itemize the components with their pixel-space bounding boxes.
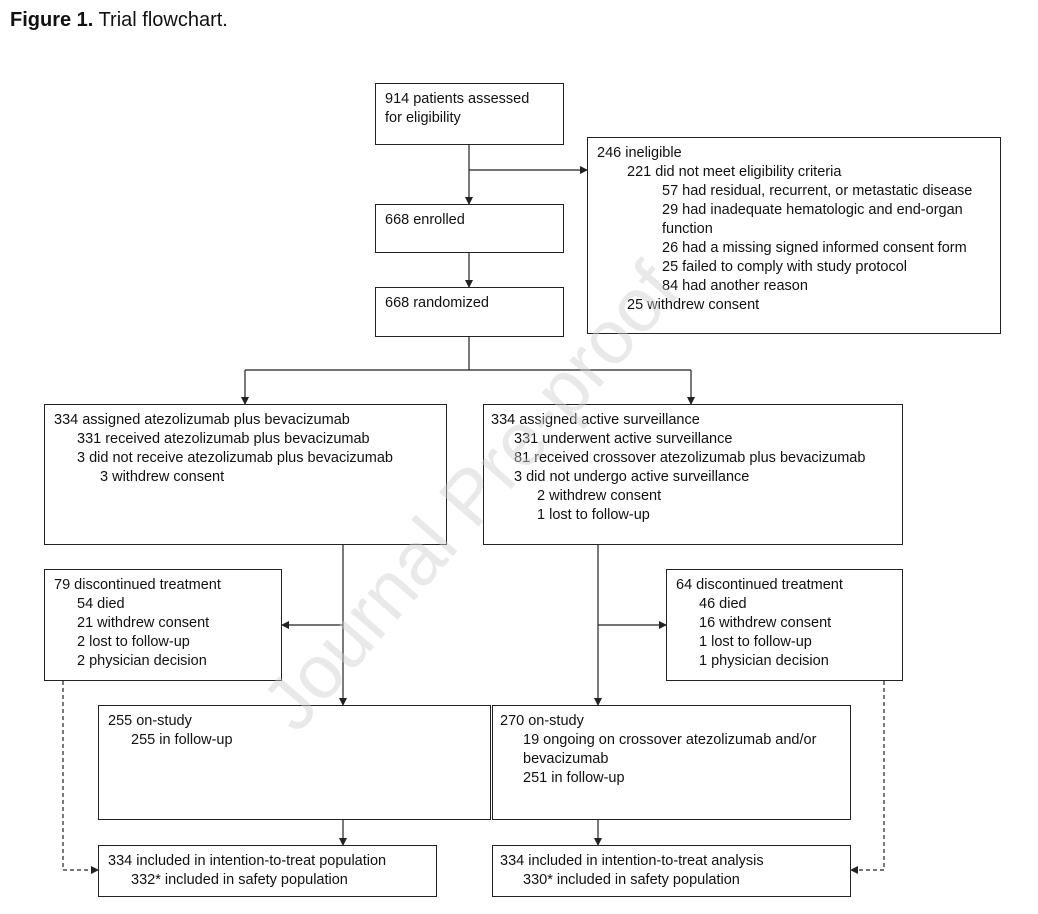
box-ineligible: 246 ineligible 221 did not meet eligibili… (587, 137, 1001, 334)
box-line: 330* included in safety population (523, 872, 740, 888)
box-randomized: 668 randomized (375, 287, 564, 337)
box-line: 2 physician decision (77, 653, 207, 669)
box-line: 668 enrolled (385, 212, 465, 228)
box-line: 16 withdrew consent (699, 615, 832, 631)
box-line: for eligibility (385, 110, 461, 126)
box-itt-surv: 334 included in intention-to-treat analy… (492, 845, 851, 897)
box-line: 25 failed to comply with study protocol (662, 259, 908, 275)
box-line: 331 received atezolizumab plus bevacizum… (77, 431, 370, 447)
box-line: 81 received crossover atezolizumab plus … (514, 450, 866, 466)
box-line: 251 in follow-up (523, 770, 625, 786)
box-enrolled: 668 enrolled (375, 204, 564, 253)
box-disc-surv: 64 discontinued treatment 46 died 16 withd… (666, 569, 903, 681)
box-onstudy-surv: 270 on-study 19 ongoing on crossover atez… (492, 705, 851, 820)
box-line: 914 patients assessed (385, 91, 530, 107)
box-line: 1 lost to follow-up (699, 634, 812, 650)
figure-label: Figure 1. (10, 9, 94, 31)
box-line: 19 ongoing on crossover atezolizumab and… (523, 732, 817, 748)
figure-caption: Trial flowchart. (98, 9, 228, 31)
box-line: 331 underwent active surveillance (514, 431, 733, 447)
box-arm-surv: 334 assigned active surveillance 331 unde… (483, 404, 903, 545)
box-line: 334 included in intention-to-treat popul… (108, 853, 387, 869)
box-line: 54 died (77, 596, 125, 612)
box-line: 2 lost to follow-up (77, 634, 190, 650)
box-line: 221 did not meet eligibility criteria (627, 164, 842, 180)
box-line: 668 randomized (385, 295, 489, 311)
box-line: 84 had another reason (662, 278, 808, 294)
box-line: 334 included in intention-to-treat analy… (500, 853, 764, 869)
box-disc-atezo: 79 discontinued treatment 54 died 21 withd… (44, 569, 282, 681)
box-line: 255 on-study (108, 713, 192, 729)
box-assessed: 914 patients assessed for eligibility (375, 83, 564, 145)
box-line: 270 on-study (500, 713, 584, 729)
box-line: 3 did not receive atezolizumab plus beva… (77, 450, 393, 466)
figure-title: Figure 1. Trial flowchart. (10, 9, 228, 32)
box-arm-atezo: 334 assigned atezolizumab plus bevacizum… (44, 404, 447, 545)
box-line: 332* included in safety population (131, 872, 348, 888)
box-line: 57 had residual, recurrent, or metastati… (662, 183, 973, 199)
box-line: 46 died (699, 596, 747, 612)
box-onstudy-atezo: 255 on-study 255 in follow-up (98, 705, 491, 820)
box-line: 79 discontinued treatment (54, 577, 221, 593)
box-line: 3 did not undergo active surveillance (514, 469, 750, 485)
box-line: 1 lost to follow-up (537, 507, 650, 523)
box-line: bevacizumab (523, 751, 609, 767)
box-line: 1 physician decision (699, 653, 829, 669)
box-line: 246 ineligible (597, 145, 682, 161)
box-line: 2 withdrew consent (537, 488, 662, 504)
box-line: 21 withdrew consent (77, 615, 210, 631)
box-line: 334 assigned atezolizumab plus bevacizum… (54, 412, 350, 428)
box-line: 29 had inadequate hematologic and end-or… (662, 202, 963, 218)
box-line: 26 had a missing signed informed consent… (662, 240, 967, 256)
box-line: 255 in follow-up (131, 732, 233, 748)
box-line: 334 assigned active surveillance (491, 412, 700, 428)
box-itt-atezo: 334 included in intention-to-treat popul… (98, 845, 437, 897)
box-line: 64 discontinued treatment (676, 577, 843, 593)
box-line: function (662, 221, 713, 237)
box-line: 25 withdrew consent (627, 297, 760, 313)
box-line: 3 withdrew consent (100, 469, 225, 485)
